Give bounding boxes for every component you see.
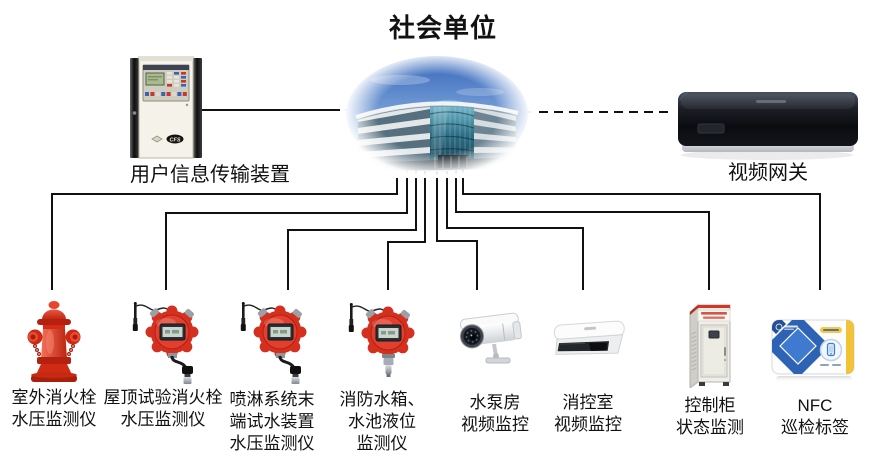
label-line: 喷淋系统末 <box>229 390 315 409</box>
label-line: 屋顶试验消火栓 <box>103 388 223 407</box>
wireless-pressure-sensor-icon <box>132 302 199 384</box>
bullet-camera-icon <box>459 312 522 364</box>
wire-to-water-tank <box>387 166 426 290</box>
label-line: 水压监测仪 <box>120 410 206 429</box>
wire-to-roof-test-hydrant <box>165 166 408 290</box>
wireless-level-sensor-icon <box>348 303 415 377</box>
label-line: 状态监测 <box>676 418 744 437</box>
label-line: NFC <box>797 396 833 415</box>
label-pump-room-camera: 水泵房 视频监控 <box>425 392 565 436</box>
label-line: 水池液位 <box>348 412 416 431</box>
wall-camera-icon <box>553 320 625 355</box>
label-nfc-tag: NFC 巡检标签 <box>745 395 885 439</box>
video-gateway-icon <box>678 92 858 160</box>
page-title: 社会单位 <box>388 13 497 43</box>
label-line: 视频监控 <box>554 415 622 434</box>
transmitter-label: 用户信息传输装置 <box>130 164 290 186</box>
fire-alarm-transmitter-icon: CFS <box>130 56 202 159</box>
wire-to-nfc-tag <box>462 166 821 290</box>
transmitter-logo: CFS <box>170 138 181 144</box>
office-building-photo <box>340 50 535 178</box>
nfc-tag-icon <box>771 319 855 382</box>
label-control-room-camera: 消控室 视频监控 <box>518 392 658 436</box>
label-line: 水压监测仪 <box>11 410 97 429</box>
label-line: 水泵房 <box>469 393 521 412</box>
label-control-cabinet: 控制柜 状态监测 <box>640 395 780 439</box>
label-line: 巡检标签 <box>781 418 849 437</box>
gateway-label: 视频网关 <box>728 162 808 184</box>
fire-hydrant-icon <box>27 301 81 382</box>
label-line: 视频监控 <box>461 415 529 434</box>
label-line: 控制柜 <box>684 396 736 415</box>
label-line: 消控室 <box>562 393 614 412</box>
wire-to-pump-room-camera <box>436 166 478 290</box>
wire-to-control-cabinet <box>455 166 710 290</box>
wire-to-control-room-camera <box>446 166 584 290</box>
label-line: 监测仪 <box>356 434 408 453</box>
label-line: 室外消火栓 <box>11 388 97 407</box>
label-line: 消防水箱、 <box>339 390 425 409</box>
label-water-tank: 消防水箱、 水池液位 监测仪 <box>312 389 452 455</box>
label-outdoor-hydrant: 室外消火栓 水压监测仪 <box>0 387 124 431</box>
label-sprinkler-end: 喷淋系统末 端试水装置 水压监测仪 <box>202 389 342 455</box>
label-line: 水压监测仪 <box>229 434 315 453</box>
wireless-pressure-sensor-icon <box>240 302 307 384</box>
label-line: 端试水装置 <box>229 412 315 431</box>
wire-to-sprinkler-end <box>287 166 417 290</box>
control-cabinet-icon <box>689 303 731 388</box>
label-roof-test-hydrant: 屋顶试验消火栓 水压监测仪 <box>93 387 233 431</box>
wire-to-outdoor-hydrant <box>51 166 398 290</box>
